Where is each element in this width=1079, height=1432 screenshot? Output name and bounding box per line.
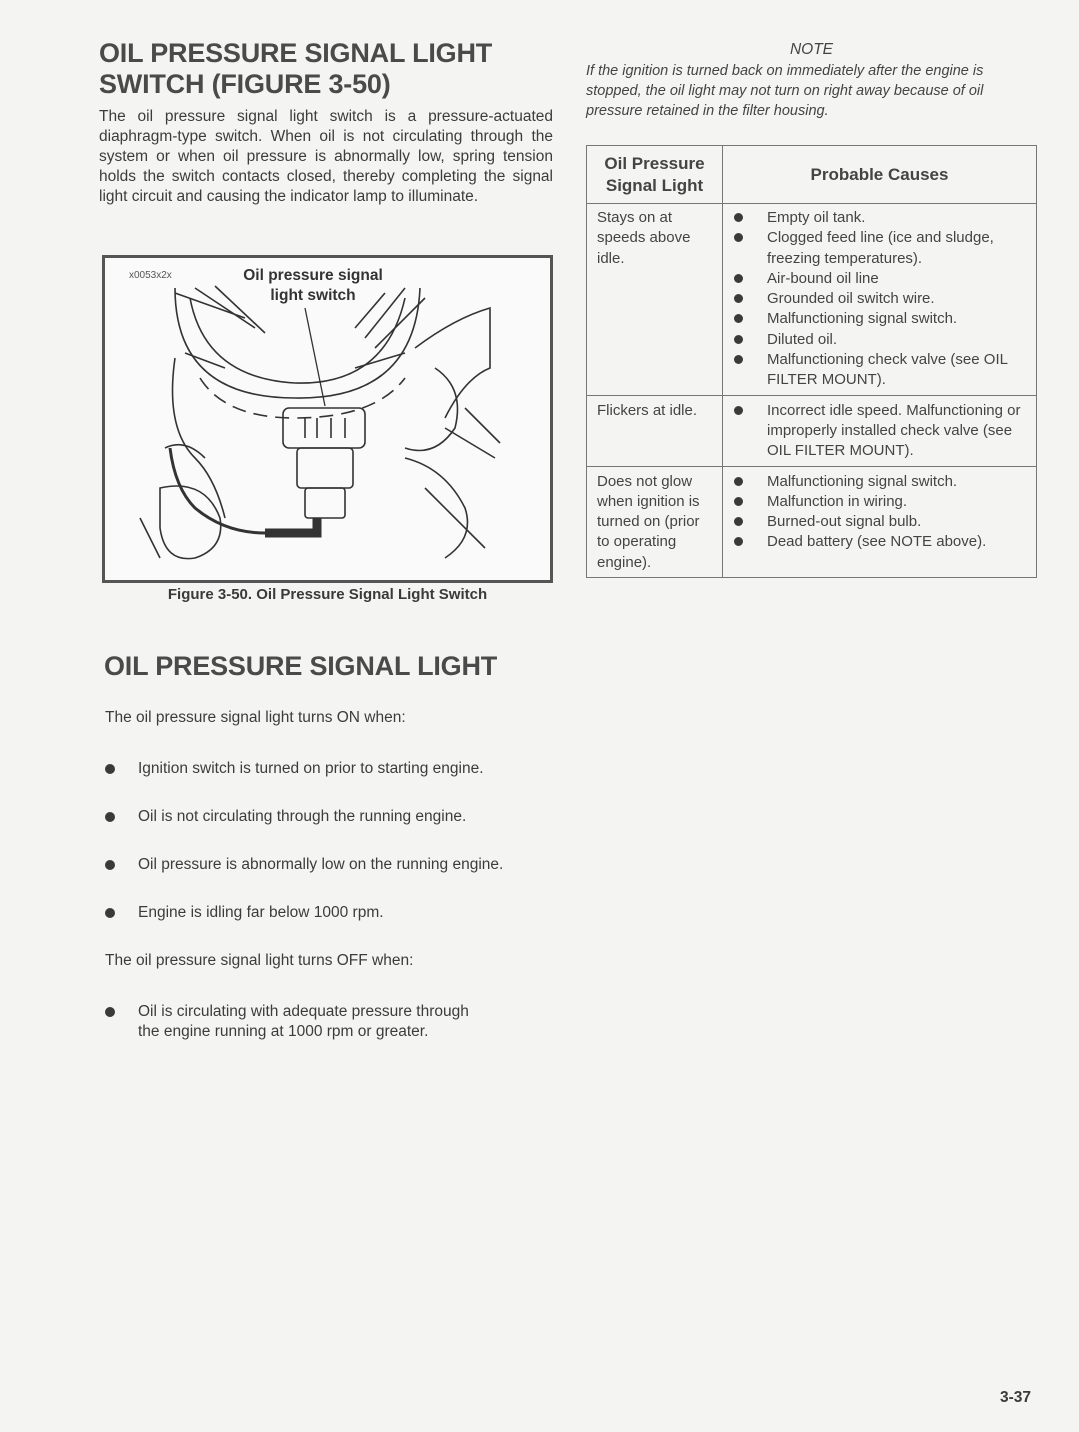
bullet-icon xyxy=(734,213,743,222)
figure-oil-switch: x0053x2x Oil pressure signal light switc… xyxy=(102,255,553,583)
signal-light-heading: OIL PRESSURE SIGNAL LIGHT xyxy=(104,651,498,681)
table-header-row: Oil Pressure Signal Light Probable Cause… xyxy=(586,145,1037,204)
on-intro: The oil pressure signal light turns ON w… xyxy=(105,709,406,726)
row-causes: Malfunctioning signal switch. Malfunctio… xyxy=(722,465,1037,579)
cause-item: Dead battery (see NOTE above). xyxy=(733,532,1030,552)
bullet-icon xyxy=(734,334,743,344)
header-col1-line1: Oil Pressure xyxy=(604,153,705,173)
bullet-icon xyxy=(105,860,115,870)
switch-terminal xyxy=(265,518,322,538)
figure-callout: Oil pressure signal light switch xyxy=(233,266,393,306)
off-list-item: Oil is circulating with adequate pressur… xyxy=(105,1002,565,1042)
on-item-text: Engine is idling far below 1000 rpm. xyxy=(138,904,384,921)
row-causes: Incorrect idle speed. Malfunctioning or … xyxy=(722,394,1037,467)
on-list-item: Oil pressure is abnormally low on the ru… xyxy=(105,855,565,875)
bullet-icon xyxy=(734,537,743,547)
switch-heading-line1: OIL PRESSURE SIGNAL LIGHT xyxy=(99,38,493,68)
cause-text: Diluted oil. xyxy=(767,330,838,348)
cause-item: Grounded oil switch wire. xyxy=(733,289,1030,309)
cause-item: Burned-out signal bulb. xyxy=(733,512,1030,532)
cause-item: Empty oil tank. xyxy=(733,208,1030,228)
note-title: NOTE xyxy=(789,41,834,58)
cause-text: Malfunctioning check valve (see OIL FILT… xyxy=(767,351,1008,389)
bullet-icon xyxy=(734,273,743,283)
note-text: If the ignition is turned back on immedi… xyxy=(586,63,984,119)
bullet-icon xyxy=(734,476,743,486)
bullet-icon xyxy=(105,764,115,774)
on-item-text: Oil pressure is abnormally low on the ru… xyxy=(138,856,504,873)
row-causes: Empty oil tank. Clogged feed line (ice a… xyxy=(722,203,1037,396)
figure-caption: Figure 3-50. Oil Pressure Signal Light S… xyxy=(167,586,488,603)
cause-text: Incorrect idle speed. Malfunctioning or … xyxy=(767,401,1021,460)
filter-housing-outline xyxy=(189,297,406,384)
cause-text: Malfunctioning signal switch. xyxy=(767,472,958,490)
bullet-icon xyxy=(105,812,115,822)
cause-list: Incorrect idle speed. Malfunctioning or … xyxy=(733,401,1030,462)
bullet-icon xyxy=(734,294,743,304)
bullet-icon xyxy=(105,908,115,918)
cause-list: Empty oil tank. Clogged feed line (ice a… xyxy=(733,208,1030,391)
on-item-text: Ignition switch is turned on prior to st… xyxy=(138,760,484,777)
troubleshooting-table: Oil Pressure Signal Light Probable Cause… xyxy=(586,145,1037,579)
callout-line2: light switch xyxy=(270,287,356,304)
header-probable-causes: Probable Causes xyxy=(722,145,1037,204)
cause-item: Malfunctioning signal switch. xyxy=(733,472,1030,492)
bullet-icon xyxy=(734,314,743,324)
cause-text: Dead battery (see NOTE above). xyxy=(767,533,987,551)
table-row: Stays on at speeds above idle. Empty oil… xyxy=(586,203,1037,396)
cause-text: Empty oil tank. xyxy=(767,209,866,226)
switch-heading-line2: SWITCH (FIGURE 3-50) xyxy=(99,69,391,99)
cause-item: Diluted oil. xyxy=(733,330,1030,350)
bullet-icon xyxy=(105,1007,115,1017)
page-number: 3-37 xyxy=(1000,1389,1032,1406)
table-row: Flickers at idle. Incorrect idle speed. … xyxy=(586,394,1037,467)
off-intro: The oil pressure signal light turns OFF … xyxy=(105,952,414,969)
cause-item: Air-bound oil line xyxy=(733,269,1030,289)
bullet-icon xyxy=(734,517,743,527)
off-item-line1: Oil is circulating with adequate pressur… xyxy=(138,1003,469,1020)
cause-item: Clogged feed line (ice and sludge, freez… xyxy=(733,228,1030,269)
cause-item: Malfunctioning signal switch. xyxy=(733,309,1030,329)
on-list-item: Engine is idling far below 1000 rpm. xyxy=(105,903,565,923)
header-signal-light: Oil Pressure Signal Light xyxy=(586,145,723,204)
on-list-item: Oil is not circulating through the runni… xyxy=(105,807,565,827)
switch-section-heading: OIL PRESSURE SIGNAL LIGHT SWITCH (FIGURE… xyxy=(99,38,559,100)
header-col1-line2: Signal Light xyxy=(605,175,704,195)
cause-text: Malfunction in wiring. xyxy=(767,492,908,510)
row-condition: Flickers at idle. xyxy=(586,394,723,467)
off-item-line2: the engine running at 1000 rpm or greate… xyxy=(138,1023,429,1040)
cause-item: Malfunctioning check valve (see OIL FILT… xyxy=(733,350,1030,391)
cause-item: Malfunction in wiring. xyxy=(733,492,1030,512)
cause-text: Burned-out signal bulb. xyxy=(767,513,922,531)
callout-line1: Oil pressure signal xyxy=(243,267,383,284)
row-condition: Does not glow when ignition is turned on… xyxy=(586,465,723,579)
engine-switch-illustration xyxy=(139,285,501,560)
figure-image-id: x0053x2x xyxy=(129,270,172,281)
callout-leader-line xyxy=(304,307,326,407)
on-item-text: Oil is not circulating through the runni… xyxy=(138,808,467,825)
cause-text: Malfunctioning signal switch. xyxy=(767,310,958,328)
bullet-icon xyxy=(734,355,743,365)
row-condition: Stays on at speeds above idle. xyxy=(586,203,723,396)
on-list-item: Ignition switch is turned on prior to st… xyxy=(105,759,565,779)
cause-list: Malfunctioning signal switch. Malfunctio… xyxy=(733,472,1030,553)
cause-text: Grounded oil switch wire. xyxy=(767,290,935,308)
bullet-icon xyxy=(734,233,743,243)
bullet-icon xyxy=(734,405,743,415)
cause-item: Incorrect idle speed. Malfunctioning or … xyxy=(733,401,1030,462)
table-row: Does not glow when ignition is turned on… xyxy=(586,465,1037,579)
cause-text: Air-bound oil line xyxy=(767,269,879,287)
switch-body xyxy=(282,407,366,449)
bullet-icon xyxy=(734,496,743,506)
cause-text: Clogged feed line (ice and sludge, freez… xyxy=(767,229,994,267)
switch-description: The oil pressure signal light switch is … xyxy=(99,108,553,205)
